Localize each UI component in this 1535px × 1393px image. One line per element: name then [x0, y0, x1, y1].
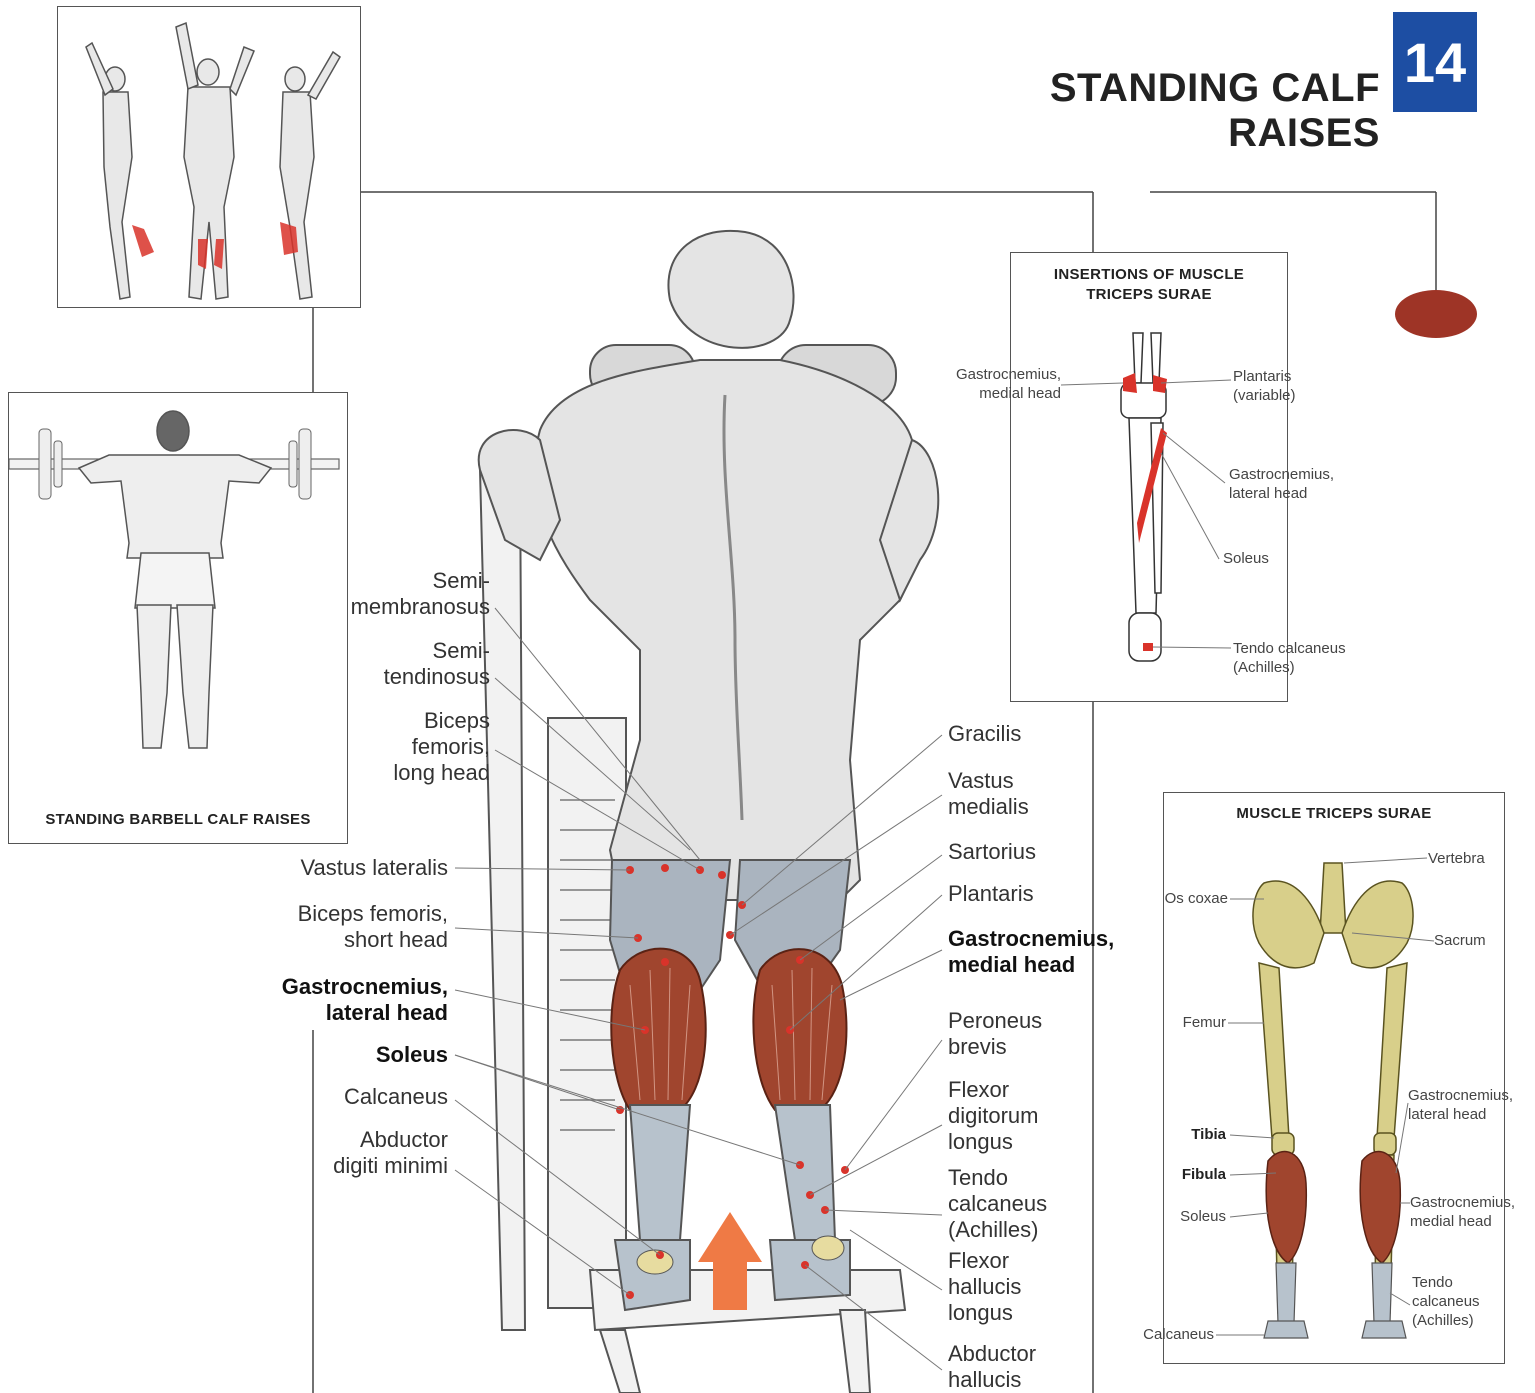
skel-label-calcaneus: Calcaneus [1134, 1325, 1214, 1344]
label-calcaneus: Calcaneus [250, 1084, 448, 1110]
label-vastus-lateralis: Vastus lateralis [250, 855, 448, 881]
skel-label-sacrum: Sacrum [1434, 931, 1504, 950]
label-plantaris: Plantaris [948, 881, 1098, 907]
label-gastrocnemius-medial-head: Gastrocnemius, medial head [948, 926, 1118, 978]
decorative-oval [1395, 290, 1477, 338]
ins-label-tendo-calcaneus: Tendo calcaneus (Achilles) [1233, 639, 1373, 677]
label-abductor-hallucis: Abductor hallucis [948, 1341, 1098, 1393]
insertions-inset: INSERTIONS OF MUSCLE TRICEPS SURAE Gastr… [1010, 252, 1288, 702]
label-abductor-digiti-minimi: Abductor digiti minimi [250, 1127, 448, 1179]
skel-label-tendo-calcaneus: Tendo calcaneus (Achilles) [1412, 1273, 1502, 1330]
label-vastus-medialis: Vastus medialis [948, 768, 1098, 820]
skel-label-fibula: Fibula [1164, 1165, 1226, 1184]
label-semitendinosus: Semi- tendinosus [330, 638, 490, 690]
label-tendo-calcaneus: Tendo calcaneus (Achilles) [948, 1165, 1098, 1243]
label-biceps-femoris-long-head: Biceps femoris, long head [330, 708, 490, 786]
ins-label-gastrocnemius-medial: Gastrocnemius, medial head [921, 365, 1061, 403]
skel-label-vertebra: Vertebra [1428, 849, 1508, 868]
label-flexor-digitorum-longus: Flexor digitorum longus [948, 1077, 1098, 1155]
skel-label-os-coxae: Os coxae [1134, 889, 1228, 908]
label-peroneus-brevis: Peroneus brevis [948, 1008, 1098, 1060]
label-gracilis: Gracilis [948, 721, 1098, 747]
skel-label-tibia: Tibia [1164, 1125, 1226, 1144]
label-sartorius: Sartorius [948, 839, 1098, 865]
skel-label-gastrocnemius-medial: Gastrocnemius, medial head [1410, 1193, 1535, 1231]
ins-label-gastrocnemius-lateral: Gastrocnemius, lateral head [1229, 465, 1359, 503]
skel-label-soleus: Soleus [1164, 1207, 1226, 1226]
label-biceps-femoris-short-head: Biceps femoris, short head [250, 901, 448, 953]
label-flexor-hallucis-longus: Flexor hallucis longus [948, 1248, 1098, 1326]
label-gastrocnemius-lateral-head: Gastrocnemius, lateral head [250, 974, 448, 1026]
ins-label-soleus: Soleus [1223, 549, 1303, 568]
triceps-surae-inset: MUSCLE TRICEPS SURAE [1163, 792, 1505, 1364]
ins-label-plantaris: Plantaris (variable) [1233, 367, 1333, 405]
label-semimembranosus: Semi- membranosus [330, 568, 490, 620]
label-soleus: Soleus [250, 1042, 448, 1068]
skel-label-gastrocnemius-lateral: Gastrocnemius, lateral head [1408, 1086, 1535, 1124]
skel-label-femur: Femur [1164, 1013, 1226, 1032]
